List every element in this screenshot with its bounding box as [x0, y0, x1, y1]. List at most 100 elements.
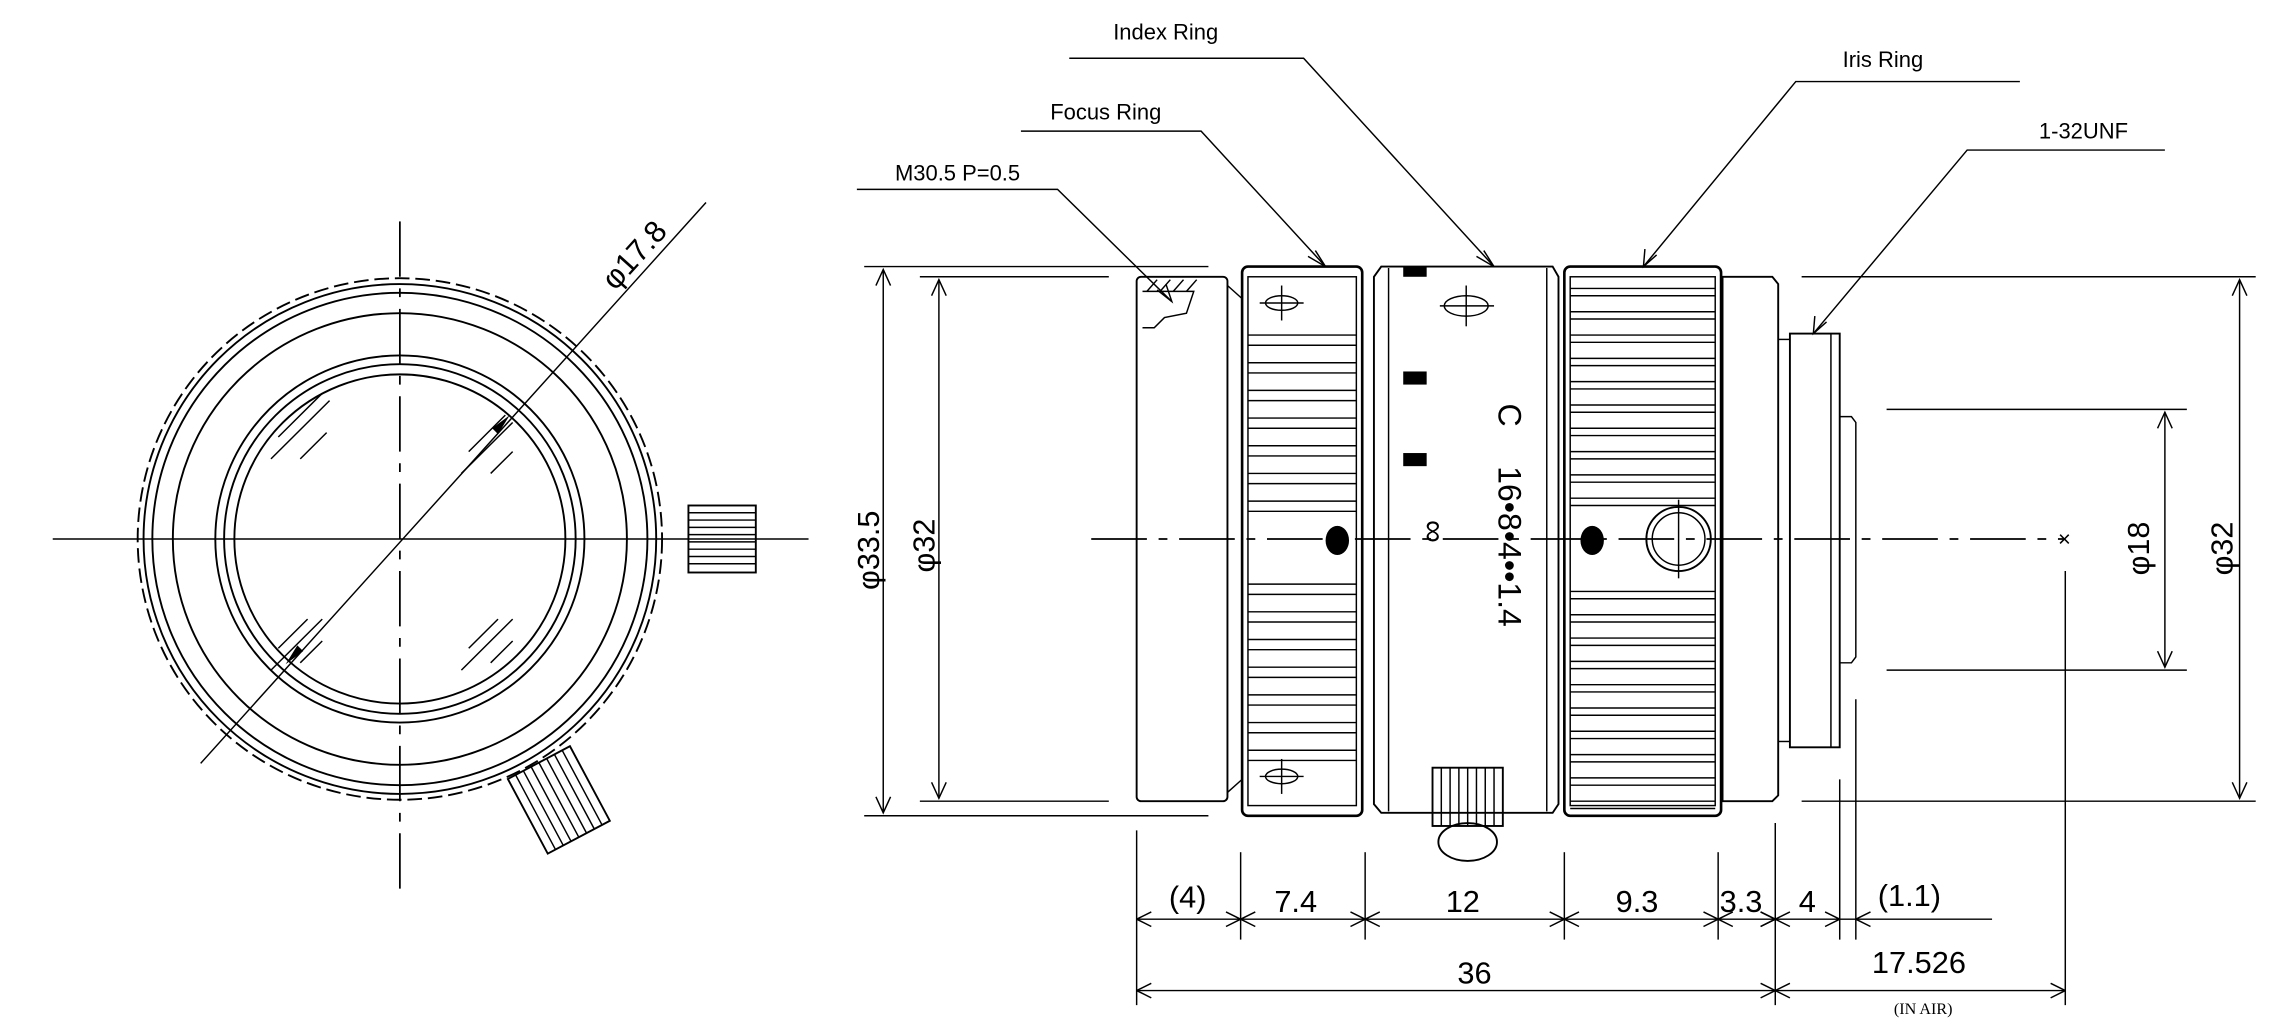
index-ring-screw [1439, 285, 1495, 327]
arrowhead [875, 796, 892, 815]
arrowhead [1774, 989, 1791, 999]
focus-scale-mark [1403, 453, 1427, 467]
arrowhead [1225, 911, 1241, 920]
focus-ring-screw-top [1259, 285, 1304, 321]
arrowhead [2156, 410, 2173, 429]
ring-5 [223, 363, 577, 715]
back-focus-note: (IN AIR) [1894, 1001, 1953, 1018]
image-plane-marker: × [2058, 526, 2071, 551]
front-view-side-knob [687, 504, 757, 574]
focus-index-dot [1325, 525, 1350, 556]
arrowhead [1549, 911, 1565, 920]
segment-rear-protrusion: (1.1) [1878, 879, 1941, 913]
arrowhead [1824, 911, 1841, 920]
segment-front-thread-length: (4) [1169, 881, 1207, 915]
arrowhead [1350, 918, 1366, 928]
arrowhead [1136, 989, 1152, 999]
arrowhead [1350, 911, 1366, 920]
arrowhead [1564, 918, 1580, 928]
iris-index-dot [1580, 525, 1604, 556]
filter-thread-leader [856, 188, 1173, 303]
arrowhead [2050, 982, 2066, 992]
infinity-mark: ∞ [1417, 520, 1453, 543]
filter-diameter-leader [200, 202, 707, 764]
mount-inner-diameter-label: φ18 [2122, 522, 2156, 576]
glass-reflection-marks [270, 392, 514, 671]
arrowhead [1476, 250, 1495, 268]
thread-cutaway [1142, 290, 1195, 329]
focus-ring-callout: Focus Ring [1050, 100, 1161, 125]
arrowhead [2050, 989, 2066, 999]
arrowhead [875, 267, 892, 286]
arrowhead [1774, 982, 1791, 992]
segment-focus-ring-length: 7.4 [1274, 885, 1317, 919]
rear-body [1721, 275, 1780, 803]
mount-thread-leader [1812, 149, 2165, 335]
arrowhead [1717, 918, 1734, 928]
arrowhead [1774, 911, 1791, 920]
arrowhead [1703, 911, 1719, 920]
arrowhead [1760, 989, 1776, 999]
filter-thread-callout: M30.5 P=0.5 [895, 161, 1020, 186]
segment-mount-length: 4 [1799, 885, 1816, 919]
length-dimensions: (4) 7.4 12 9.3 3.3 4 (1.1) 36 17.526 (IN… [1135, 571, 2067, 1018]
arrowhead [1364, 918, 1381, 928]
arrowhead [1855, 918, 1871, 928]
focus-ring-screw-bottom [1259, 758, 1304, 794]
front-view: φ17.8 [52, 202, 809, 901]
arrowhead [1564, 911, 1580, 920]
arrowhead [1855, 911, 1871, 920]
focus-ring-leader [1020, 130, 1327, 268]
focus-scale-mark [1403, 371, 1427, 385]
outer-ring [142, 283, 658, 795]
front-diameter-label: φ32 [907, 519, 941, 573]
arrowhead [930, 277, 947, 297]
index-ring-leader [1069, 57, 1495, 268]
ring-2 [151, 291, 649, 787]
arrowhead [1364, 911, 1381, 920]
arrowhead [1703, 918, 1719, 928]
segment-index-ring-length: 12 [1446, 885, 1480, 919]
outer-diameter-label: φ33.5 [852, 511, 886, 590]
arrowhead [1760, 982, 1776, 992]
iris-lock-screw [1645, 499, 1712, 579]
arrowhead [1136, 918, 1152, 928]
focus-lock-knob[interactable] [1431, 766, 1504, 862]
arrowhead [930, 781, 947, 801]
arrowhead [1717, 911, 1734, 920]
index-ring-callout: Index Ring [1113, 19, 1218, 44]
arrowhead [492, 415, 510, 435]
arrowhead [1760, 918, 1776, 928]
callout-leaders: Index Ring Focus Ring Iris Ring M30.5 P=… [856, 19, 2165, 336]
rear-diameter-label: φ32 [2205, 522, 2239, 576]
mount-letter-mark: C [1491, 404, 1527, 427]
arrowhead [1642, 249, 1658, 269]
index-ring: ∞ C 16•8•4••1.4 [1372, 265, 1560, 862]
arrowhead [1307, 250, 1327, 268]
arrowhead [285, 645, 304, 665]
arrowhead [1760, 911, 1776, 920]
length-extension-lines [1135, 571, 2067, 1006]
iris-ring-callout: Iris Ring [1843, 47, 1924, 72]
arrowhead [2231, 781, 2248, 801]
knurled-outer-edge [136, 277, 664, 801]
arrowhead [1156, 283, 1174, 304]
focus-ring [1240, 265, 1364, 818]
segment-rear-body-length: 3.3 [1720, 885, 1763, 919]
arrowhead [1225, 918, 1241, 928]
arrowhead [1824, 918, 1841, 928]
segment-iris-ring-length: 9.3 [1616, 885, 1659, 919]
segment-arrowheads [1136, 911, 2066, 999]
iris-ring-leader [1642, 80, 2020, 268]
arrowhead [1136, 982, 1152, 992]
arrowhead [1240, 911, 1256, 920]
arrowhead [1774, 918, 1791, 928]
arrowhead [2231, 277, 2248, 297]
filter-diameter-label: φ17.8 [595, 214, 674, 296]
ring-3 [171, 312, 628, 766]
f-stop-scale: 16•8•4••1.4 [1491, 466, 1527, 627]
overall-length-label: 36 [1457, 956, 1491, 990]
mount-thread-callout: 1-32UNF [2039, 118, 2128, 143]
